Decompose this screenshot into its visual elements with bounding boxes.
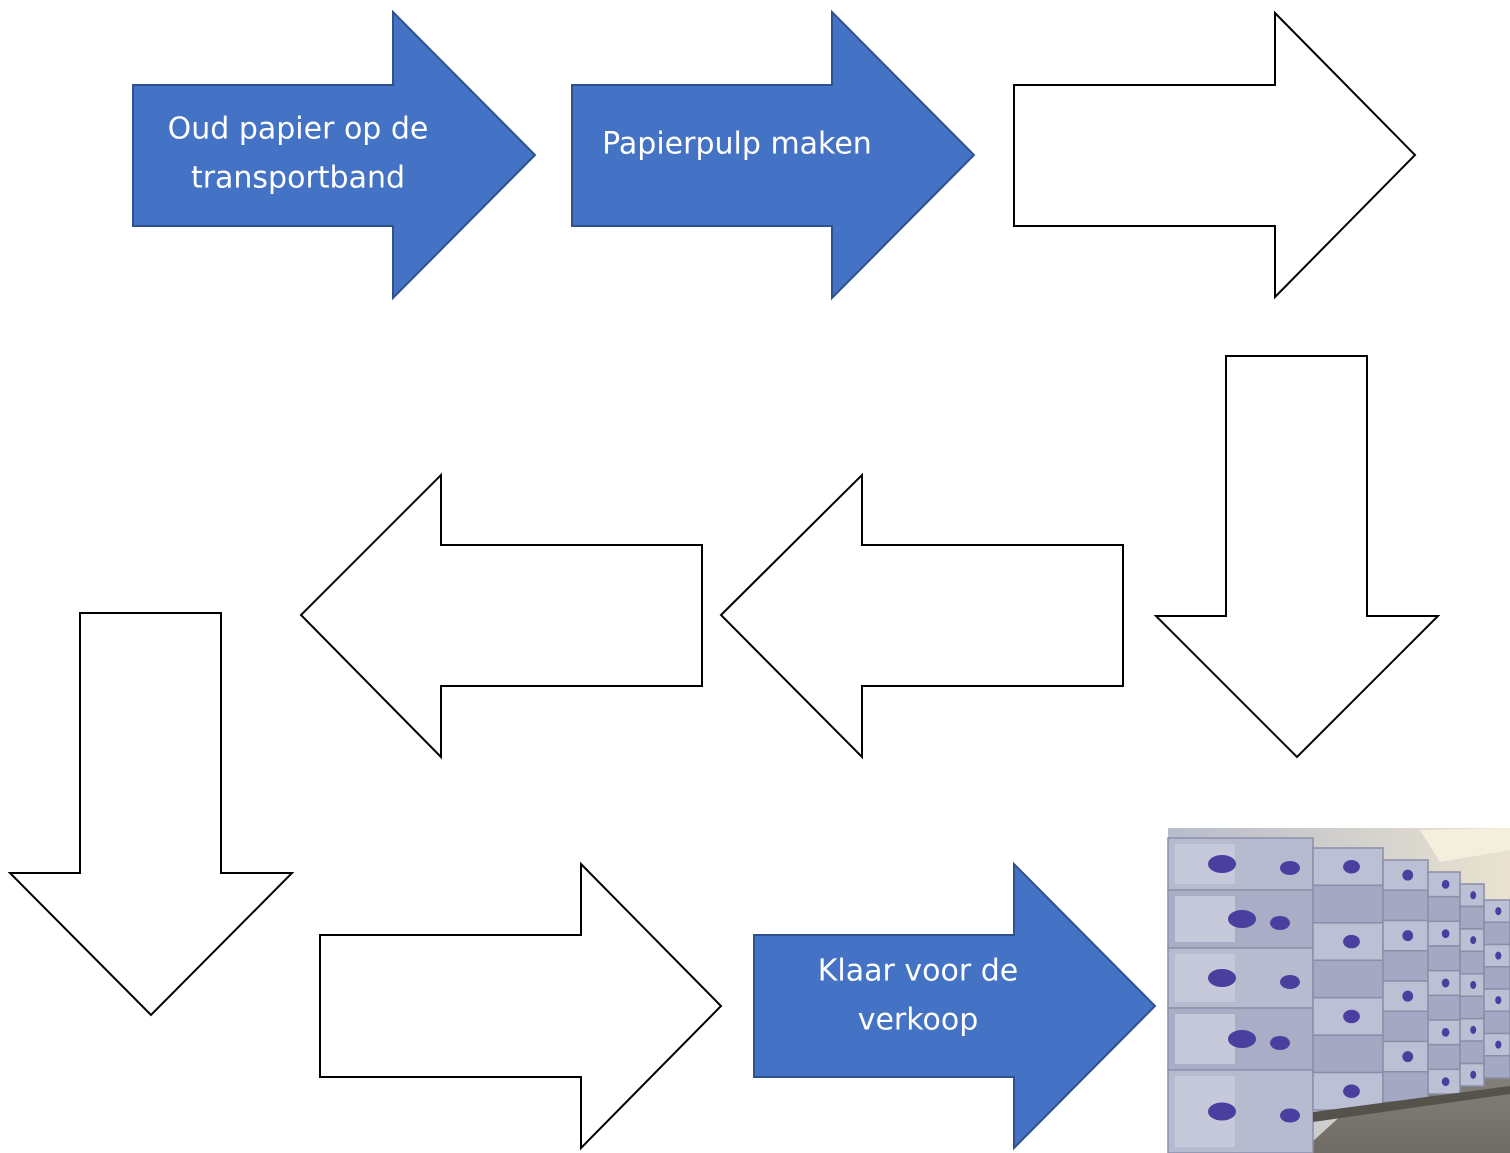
arrow-label-line: Klaar voor de [818,954,1018,989]
carton-bale [1382,1071,1429,1103]
arrow-down-7 [7,612,295,1017]
carton-bale [1483,1010,1510,1035]
arrow-right-9: Klaar voor de verkoop [753,861,1157,1151]
carton-label [1280,861,1300,875]
carton-label [1343,934,1360,949]
carton-label [1343,859,1360,874]
arrow-right-8 [319,861,723,1151]
carton-bale [1427,1043,1461,1071]
carton-bale [1427,994,1461,1021]
carton-bale [1427,945,1461,972]
carton-label [1441,1077,1450,1087]
carton-bale [1459,1040,1485,1065]
carton-label [1495,1040,1502,1049]
arrow-right-3 [1013,10,1417,300]
arrow-shape [319,861,723,1151]
carton-bale [1459,905,1485,930]
carton-label [1228,910,1256,928]
carton-label [1441,879,1450,889]
carton-label [1470,891,1477,900]
carton-label [1343,1009,1360,1024]
carton-label [1441,929,1450,939]
arrow-shape [1153,355,1441,759]
carton-label [1228,1030,1256,1048]
arrow-down-4 [1153,355,1441,759]
carton-label [1470,980,1477,990]
carton-bale [1483,1055,1510,1079]
carton-label [1208,1102,1236,1121]
carton-label [1402,869,1414,881]
arrow-label-line: transportband [191,161,405,196]
arrow-right-1: Oud papier op de transportband [132,9,537,301]
carton-bale [1175,896,1235,942]
carton-label [1495,951,1502,960]
carton-bale [1483,966,1510,990]
carton-label [1470,936,1477,945]
carton-label [1402,1051,1414,1063]
arrow-shape [719,472,1124,760]
carton-bale [1312,1034,1384,1074]
carton-label [1495,996,1502,1005]
arrow-label-line: verkoop [858,1003,979,1038]
carton-label [1270,1036,1290,1050]
carton-bale [1382,1010,1429,1043]
carton-label [1470,1070,1477,1079]
carton-bale [1459,950,1485,975]
carton-label [1208,969,1236,987]
carton-label [1270,916,1290,930]
arrow-label-line: Oud papier op de [168,112,429,147]
carton-label [1495,907,1502,916]
carton-bale [1427,895,1461,923]
carton-label [1441,1027,1450,1037]
arrow-shape [753,861,1157,1151]
arrow-shape [571,9,976,301]
arrow-label-line: Papierpulp maken [602,127,872,162]
carton-label [1343,1084,1360,1099]
carton-label [1441,978,1450,988]
arrow-shape [7,612,295,1017]
carton-bale [1483,921,1510,946]
arrow-left-6 [719,472,1124,760]
carton-bale [1312,884,1384,924]
carton-bale [1459,995,1485,1020]
carton-bale [1312,959,1384,999]
egg-carton-warehouse-photo [1167,828,1510,1153]
carton-label [1208,855,1236,873]
pallet-shadow [1313,1086,1510,1122]
carton-label [1280,975,1300,989]
arrow-shape [299,472,703,760]
arrow-shape [132,9,537,301]
carton-bale [1382,950,1429,982]
carton-bale [1382,889,1429,922]
carton-label [1402,990,1414,1002]
carton-bale [1175,1014,1235,1064]
carton-label [1280,1108,1300,1123]
arrow-left-5 [299,472,703,760]
carton-label [1402,930,1414,942]
arrow-shape [1013,10,1417,300]
arrow-right-2: Papierpulp maken [571,9,976,301]
carton-label [1470,1025,1477,1034]
